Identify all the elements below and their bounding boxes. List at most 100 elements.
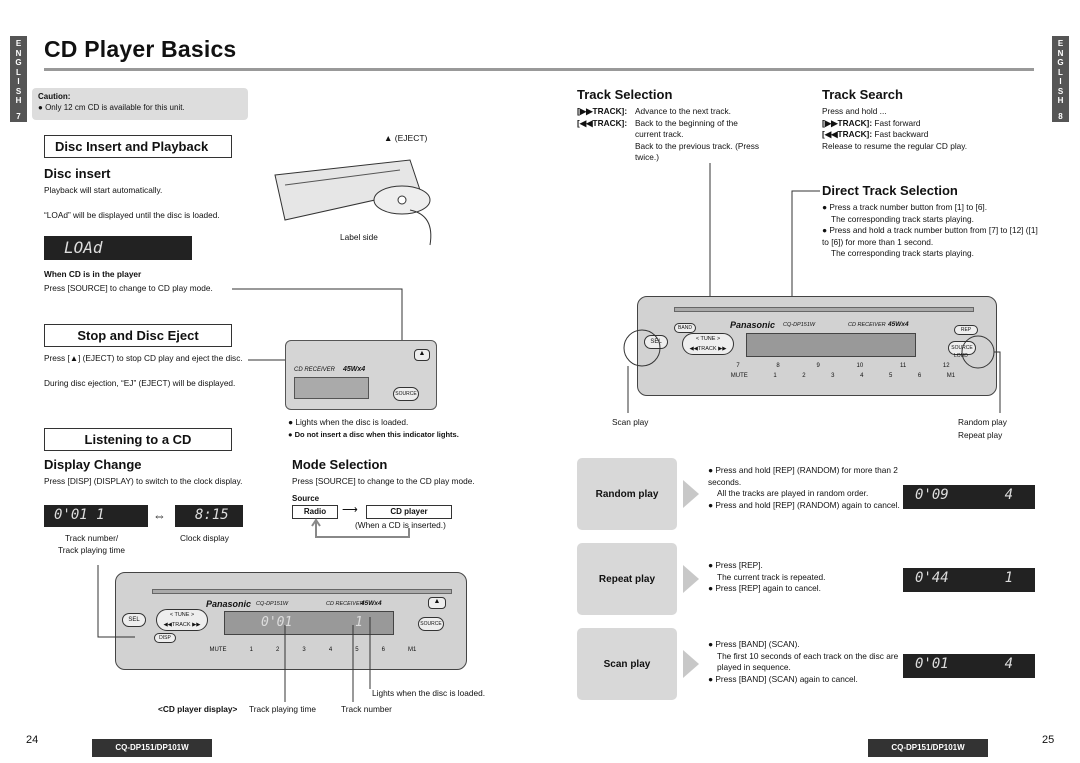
brand-logo: Panasonic [206, 599, 252, 609]
radio-mode-box: Radio [292, 505, 338, 519]
direct-track-pointer [791, 190, 820, 318]
sel-button[interactable]: SEL [644, 335, 668, 349]
arrow-icon [683, 650, 699, 678]
disp-button[interactable]: DISP [154, 633, 176, 643]
direct-track-text: ● Press a track number button from [1] t… [822, 202, 1038, 258]
random-play-callout: Random play [958, 417, 1007, 427]
source-button[interactable]: SOURCE [418, 617, 444, 631]
section-stop-eject: Stop and Disc Eject [44, 324, 232, 347]
track-time-display: 0'01 1 [44, 505, 148, 527]
direct-track-heading: Direct Track Selection [822, 183, 958, 198]
eject-pointer-line [248, 359, 288, 361]
lights-when-loaded: Lights when the disc is loaded. [372, 688, 486, 698]
section-number: 8 [1058, 111, 1063, 121]
rep-button[interactable]: REP [954, 325, 978, 335]
repeat-play-box: Repeat play [577, 543, 677, 615]
clock-display: 8:15 [175, 505, 243, 527]
track-selection-rows: [▶▶TRACK]:Advance to the next track. [◀◀… [577, 106, 760, 162]
lights-note-2: ● Do not insert a disc when this indicat… [288, 430, 459, 439]
arrow-icon [683, 480, 699, 508]
left-callout-lines [97, 565, 371, 702]
receiver-faceplate-right: Panasonic CQ-DP151W CD RECEIVER 45Wx4 SE… [637, 296, 997, 396]
cd-player-display-label: <CD player display> [158, 704, 238, 714]
tune-track-button[interactable]: < TUNE >◀◀TRACK ▶▶ [682, 333, 734, 355]
mode-selection-heading: Mode Selection [292, 457, 388, 472]
page-title: CD Player Basics [44, 36, 237, 62]
track-playing-time-caption: Track playing time [58, 545, 126, 555]
closeup-display [294, 377, 369, 399]
model-tag-left: CQ-DP151/DP101W [92, 739, 212, 757]
scan-play-callout: Scan play [612, 417, 649, 427]
when-cd-text: Press [SOURCE] to change to CD play mode… [44, 283, 213, 293]
display-change-text: Press [DISP] (DISPLAY) to switch to the … [44, 476, 243, 486]
model-label: CQ-DP151W [783, 322, 816, 328]
track-selection-heading: Track Selection [577, 87, 673, 102]
band-button[interactable]: BAND [674, 323, 696, 333]
page-number-right: 25 [1042, 734, 1055, 746]
page-number-left: 24 [26, 734, 39, 746]
receiver-faceplate-left: Panasonic CQ-DP151W CD RECEIVER 45Wx4 0'… [115, 572, 467, 670]
track-search-rows: Press and hold ... [▶▶TRACK]: Fast forwa… [822, 106, 968, 151]
cd-slot [152, 589, 452, 594]
main-display [746, 333, 916, 357]
eject-button[interactable]: ▲ [428, 597, 446, 609]
mode-return-arrow [311, 518, 410, 538]
caution-text: ● Only 12 cm CD is available for this un… [38, 103, 185, 112]
arrow-icon [683, 565, 699, 593]
eject-label: ▲ (EJECT) [384, 133, 428, 143]
watts-label: 45Wx4 [361, 600, 382, 607]
model-tag-right: CQ-DP151/DP101W [868, 739, 988, 757]
section-disc-insert-playback: Disc Insert and Playback [44, 135, 232, 158]
playing-time-label: Track playing time [249, 704, 317, 714]
tune-track-button[interactable]: < TUNE >◀◀TRACK ▶▶ [156, 609, 208, 631]
repeat-play-callout: Repeat play [958, 430, 1003, 440]
stop-eject-line1: Press [▲] (EJECT) to stop CD play and ej… [44, 353, 243, 363]
toggle-arrow-icon: ⇔ [153, 508, 166, 523]
stop-eject-line2: During disc ejection, “EJ” (EJECT) will … [44, 378, 236, 388]
watts-label: 45Wx4 [343, 366, 366, 373]
loud-label: LOUD [954, 353, 968, 359]
receiver-label: CD RECEIVER [326, 601, 364, 607]
source-label: Source [292, 494, 320, 503]
caution-box: Caution: ● Only 12 cm CD is available fo… [32, 88, 248, 120]
eject-button[interactable]: ▲ [414, 349, 430, 361]
brand-logo: Panasonic [730, 320, 776, 330]
lights-note-1: ● Lights when the disc is loaded. [288, 417, 409, 427]
display-change-heading: Display Change [44, 457, 142, 472]
when-cd-pointer-line [232, 288, 403, 346]
mode-note: (When a CD is inserted.) [355, 520, 446, 530]
sel-button[interactable]: SEL [122, 613, 146, 627]
random-play-box: Random play [577, 458, 677, 530]
disc-insert-heading: Disc insert [44, 166, 111, 181]
track-number-label: Track number [341, 704, 392, 714]
mode-selection-text: Press [SOURCE] to change to the CD play … [292, 476, 475, 486]
section-listening: Listening to a CD [44, 428, 232, 451]
receiver-label: CD RECEIVER [294, 367, 336, 373]
repeat-play-text: ● Press [REP]. The current track is repe… [708, 560, 826, 593]
random-play-text: ● Press and hold [REP] (RANDOM) for more… [708, 465, 900, 510]
load-display: LOAd [44, 236, 192, 260]
track-search-heading: Track Search [822, 87, 903, 102]
mode-arrow-icon: ⟶ [342, 504, 358, 516]
scan-play-text: ● Press [BAND] (SCAN). The first 10 seco… [708, 639, 899, 684]
when-cd-heading: When CD is in the player [44, 269, 142, 279]
label-side-caption: Label side [340, 232, 378, 242]
cd-slot [674, 307, 974, 312]
receiver-closeup: CD RECEIVER 45Wx4 SOURCE ▲ [285, 340, 437, 410]
main-display: 0'01 1 [224, 611, 394, 635]
caution-label: Caution: [38, 92, 71, 101]
clock-display-caption: Clock display [180, 533, 229, 543]
watts-label: 45Wx4 [888, 321, 909, 328]
source-button[interactable]: SOURCE [393, 387, 419, 401]
section-number: 7 [16, 111, 21, 121]
scan-play-box: Scan play [577, 628, 677, 700]
disc-insert-line1: Playback will start automatically. [44, 185, 163, 195]
